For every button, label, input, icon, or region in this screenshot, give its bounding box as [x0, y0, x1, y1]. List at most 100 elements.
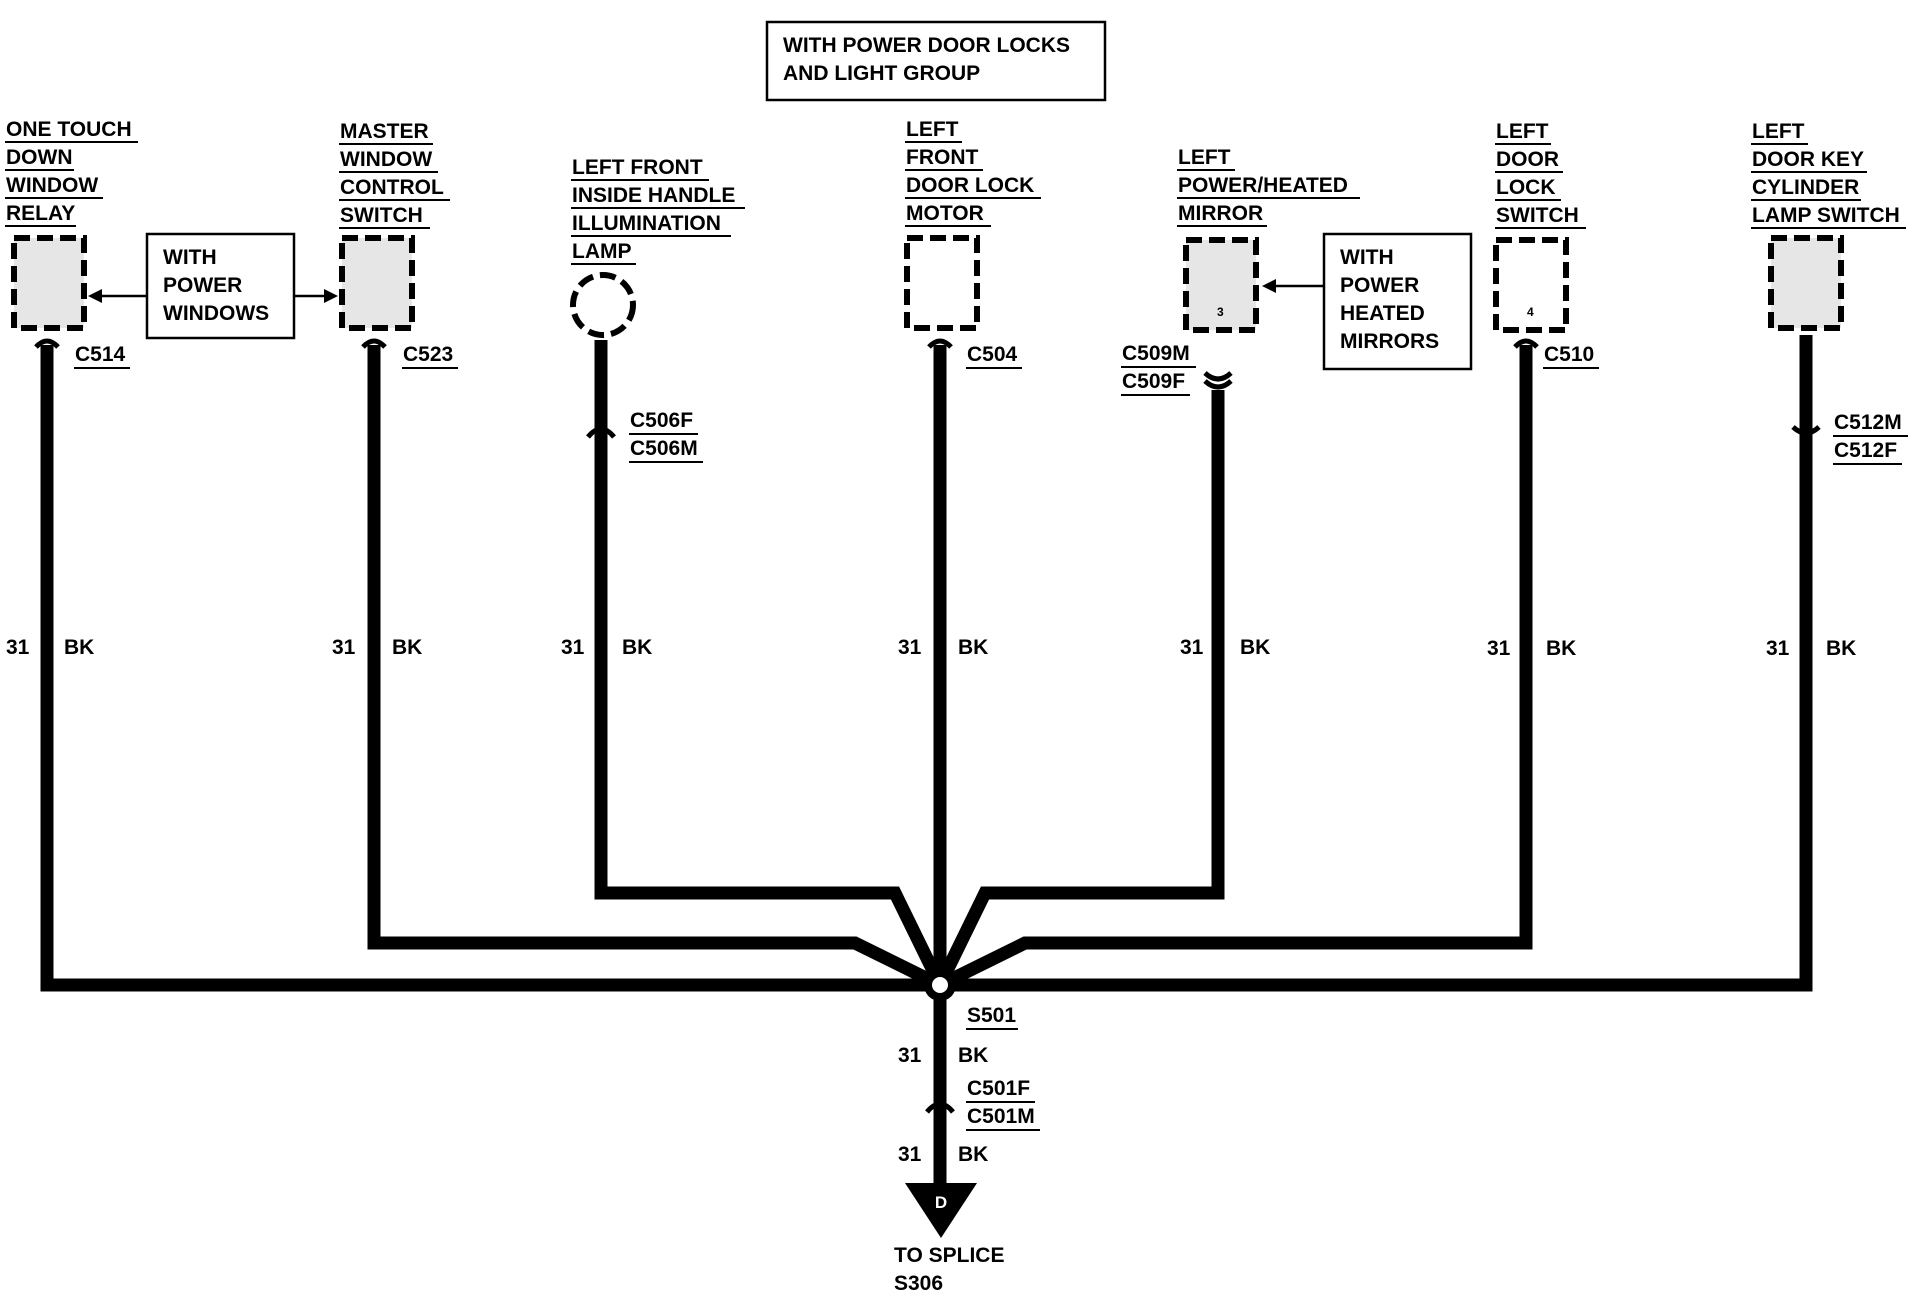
relay-label-1: ONE TOUCH	[6, 118, 132, 141]
wire-lock-switch	[937, 345, 1533, 991]
ground-label-1: TO SPLICE	[894, 1244, 1004, 1267]
motor-label-4: MOTOR	[906, 202, 984, 225]
connector-c509f: C509F	[1122, 370, 1185, 393]
arrow-to-mirror	[1262, 279, 1276, 293]
lamp-label-2: INSIDE HANDLE	[572, 184, 735, 207]
lockswitch-label-2: DOOR	[1496, 148, 1559, 171]
arrow-to-master-switch	[324, 289, 338, 303]
keycyl-label-1: LEFT	[1752, 120, 1805, 143]
lamp-symbol	[570, 272, 636, 338]
component-door-lock-switch: LEFT DOOR LOCK SWITCH 4	[1493, 120, 1586, 333]
component-key-cylinder-switch: LEFT DOOR KEY CYLINDER LAMP SWITCH	[1751, 120, 1906, 331]
pin-c509	[1203, 371, 1233, 390]
wire-color: BK	[1240, 636, 1270, 659]
wire-labels: 31 BK 31 BK 31 BK 31 BK 31 BK 31 BK 31 B…	[6, 636, 1856, 1166]
master-label-2: WINDOW	[340, 148, 432, 171]
relay-label-3: WINDOW	[6, 174, 98, 197]
master-label-4: SWITCH	[340, 204, 423, 227]
wire-circuit: 31	[898, 1044, 922, 1067]
pin-c523	[361, 338, 387, 349]
component-lock-motor: LEFT FRONT DOOR LOCK MOTOR	[904, 118, 1041, 331]
note-hm-line-1: WITH	[1340, 246, 1394, 269]
wire-color: BK	[958, 636, 988, 659]
note-power-windows: WITH POWER WINDOWS	[88, 232, 338, 340]
connector-c512f: C512F	[1834, 439, 1897, 462]
relay-label-4: RELAY	[6, 202, 75, 225]
note-hm-line-2: POWER	[1340, 274, 1419, 297]
wire-color: BK	[1826, 637, 1856, 660]
wire-circuit: 31	[332, 636, 356, 659]
component-master-window-switch: MASTER WINDOW CONTROL SWITCH	[339, 120, 450, 331]
wire-harness	[40, 335, 1813, 1185]
relay-label-2: DOWN	[6, 146, 73, 169]
header-line-2: AND LIGHT GROUP	[783, 62, 980, 85]
lock-switch-symbol	[1493, 237, 1569, 333]
lamp-label-1: LEFT FRONT	[572, 156, 703, 179]
connector-c506f: C506F	[630, 409, 693, 432]
note-heated-mirrors: WITH POWER HEATED MIRRORS	[1262, 232, 1473, 371]
connector-c506m: C506M	[630, 437, 698, 460]
master-switch-symbol	[339, 235, 415, 331]
lock-switch-pin: 4	[1527, 305, 1534, 319]
connector-c512m: C512M	[1834, 411, 1902, 434]
note-hm-line-4: MIRRORS	[1340, 330, 1439, 353]
component-mirror: LEFT POWER/HEATED MIRROR 3	[1177, 146, 1360, 333]
wire-key-cylinder	[940, 335, 1813, 992]
connector-c504: C504	[967, 343, 1018, 366]
key-cylinder-symbol	[1768, 235, 1844, 331]
ground-reference: D TO SPLICE S306	[894, 1183, 1004, 1295]
ground-letter: D	[935, 1193, 947, 1212]
splice-label: S501	[967, 1004, 1016, 1027]
motor-label-1: LEFT	[906, 118, 959, 141]
wire-master-switch	[367, 345, 943, 991]
wire-circuit: 31	[898, 1143, 922, 1166]
note-pw-line-3: WINDOWS	[163, 302, 269, 325]
lockswitch-label-3: LOCK	[1496, 176, 1556, 199]
master-label-1: MASTER	[340, 120, 429, 143]
motor-symbol	[904, 235, 980, 331]
arrow-to-relay	[88, 289, 102, 303]
wire-mirror	[934, 390, 1225, 988]
note-power-windows-box	[145, 232, 296, 340]
wire-color: BK	[958, 1143, 988, 1166]
mirror-label-2: POWER/HEATED	[1178, 174, 1348, 197]
lamp-label-4: LAMP	[572, 240, 632, 263]
component-one-touch-relay: ONE TOUCH DOWN WINDOW RELAY	[5, 118, 138, 331]
connector-c523: C523	[403, 343, 453, 366]
mirror-label-1: LEFT	[1178, 146, 1231, 169]
connector-labels: C514 C523 C506F C506M C504 C509M C509F C…	[74, 342, 1908, 1131]
wire-color: BK	[392, 636, 422, 659]
header-box	[765, 20, 1107, 102]
pin-c504	[927, 338, 953, 349]
relay-symbol	[11, 235, 87, 331]
mirror-label-3: MIRROR	[1178, 202, 1263, 225]
ground-triangle	[905, 1183, 977, 1238]
wire-circuit: 31	[898, 636, 922, 659]
motor-label-3: DOOR LOCK	[906, 174, 1034, 197]
ground-label-2: S306	[894, 1272, 943, 1295]
header-line-1: WITH POWER DOOR LOCKS	[783, 34, 1070, 57]
mirror-symbol	[1183, 237, 1259, 333]
motor-label-2: FRONT	[906, 146, 978, 169]
keycyl-label-4: LAMP SWITCH	[1752, 204, 1900, 227]
wire-circuit: 31	[1180, 636, 1204, 659]
wire-relay	[40, 345, 940, 992]
wire-color: BK	[64, 636, 94, 659]
connector-pins	[34, 338, 1821, 1114]
component-handle-lamp: LEFT FRONT INSIDE HANDLE ILLUMINATION LA…	[570, 156, 745, 338]
wire-circuit: 31	[1487, 637, 1511, 660]
wire-handle-lamp	[594, 340, 946, 988]
pin-c512	[1791, 425, 1821, 436]
note-pw-line-2: POWER	[163, 274, 242, 297]
wire-color: BK	[622, 636, 652, 659]
note-pw-line-1: WITH	[163, 246, 217, 269]
pin-c514	[34, 338, 60, 349]
connector-c501m: C501M	[967, 1105, 1035, 1128]
wire-circuit: 31	[6, 636, 30, 659]
note-heated-mirrors-box	[1322, 232, 1473, 371]
splice-s501: S501	[924, 969, 1018, 1030]
mirror-pin: 3	[1217, 305, 1224, 319]
connector-c509m: C509M	[1122, 342, 1190, 365]
keycyl-label-2: DOOR KEY	[1752, 148, 1864, 171]
